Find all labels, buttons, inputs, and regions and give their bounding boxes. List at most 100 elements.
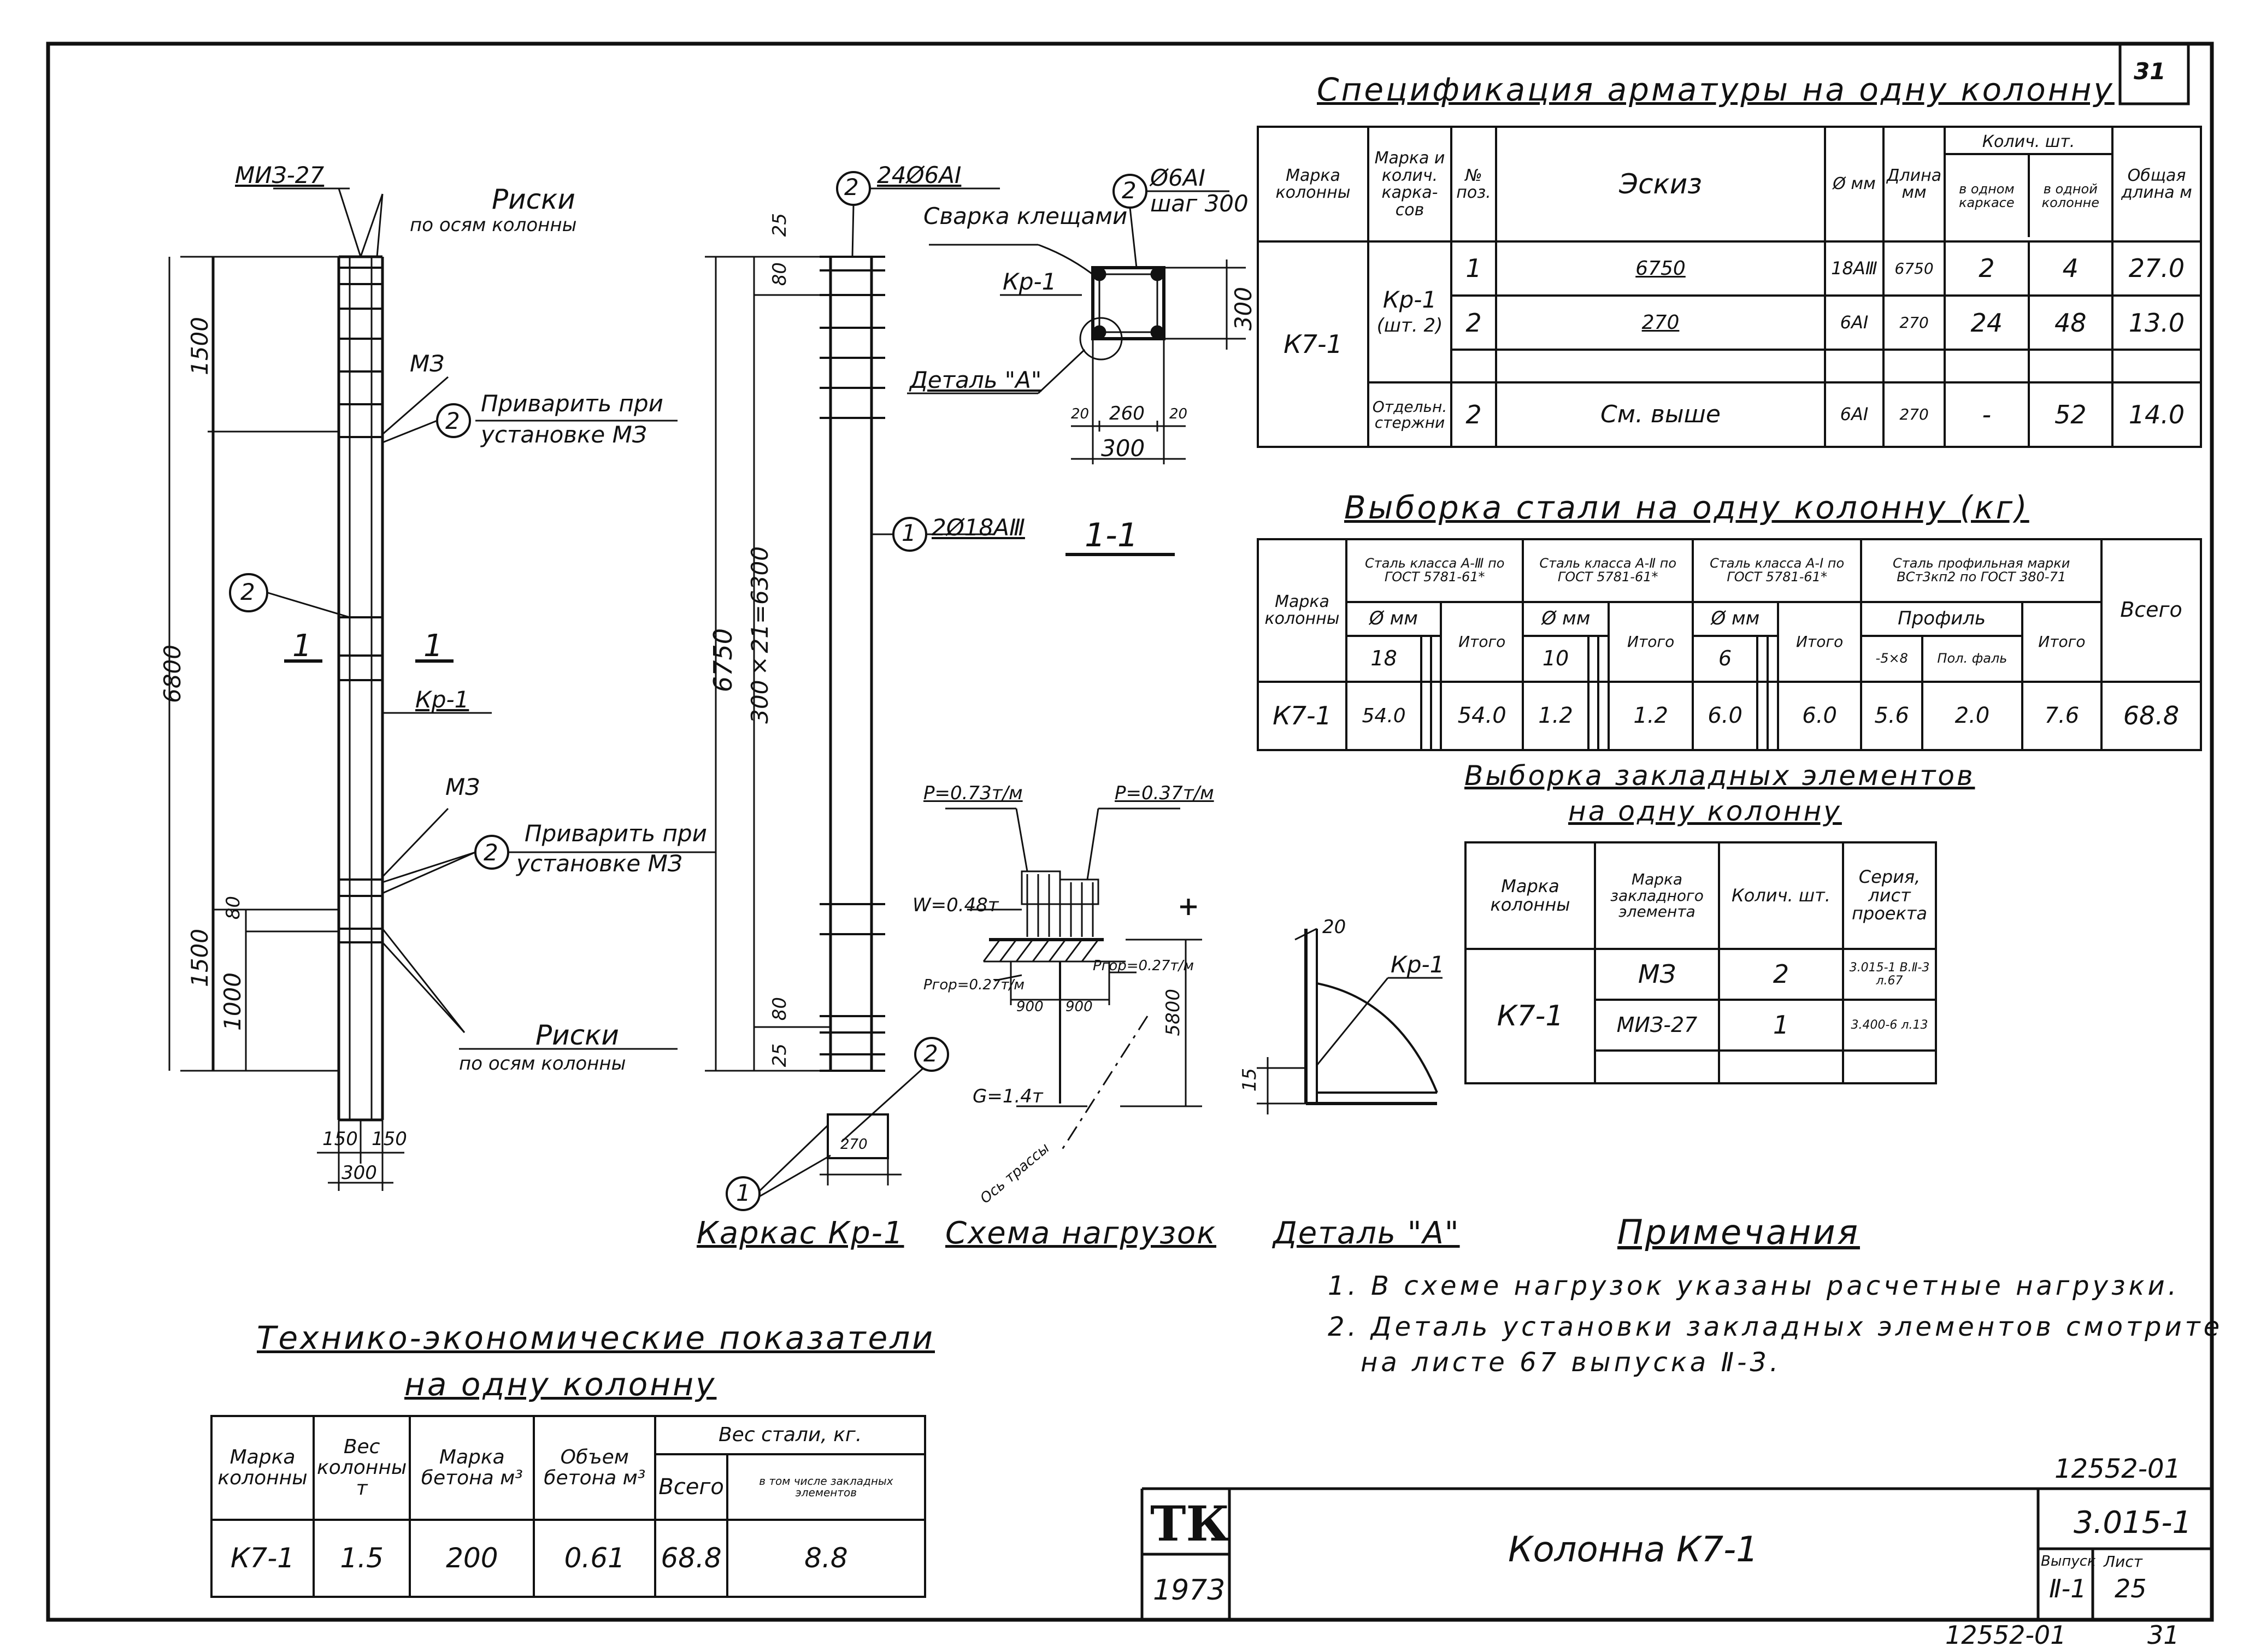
label-weld-top-2: установке МЗ: [481, 421, 647, 448]
spec-title: Спецификация арматуры на одну колонну: [1317, 71, 2115, 108]
dim-6300: 300×21=6300: [746, 546, 773, 724]
steel-dia-6: 6: [1691, 635, 1759, 683]
spec-len-1: 6750: [1882, 240, 1946, 297]
spec-h-pos: № поз.: [1450, 126, 1497, 243]
steel-all: 68.8: [2100, 680, 2202, 752]
emb-h-elem: Марка закладного элемента: [1594, 841, 1720, 950]
callout-2-c: 2: [484, 839, 498, 866]
label-weld-bottom-2: установке МЗ: [516, 850, 682, 877]
dim-270-small: 270: [840, 1136, 868, 1153]
emb-elem-2: МИЗ-27: [1594, 999, 1720, 1052]
steel-a1-total: 6.0: [1776, 680, 1863, 752]
spec-sep-dia: 6AⅠ: [1824, 381, 1885, 448]
steel-h-profile: Профиль: [1860, 600, 2023, 638]
label-mz-top: МЗ: [410, 350, 445, 377]
spec-sketch-2: 270: [1495, 294, 1826, 351]
note-3: на листе 67 выпуска Ⅱ-3.: [1361, 1347, 1782, 1378]
dim-6750: 6750: [708, 628, 738, 693]
spec-h-total: Общая длина м: [2111, 126, 2202, 243]
caption-frame: Каркас Кр-1: [697, 1216, 904, 1251]
tep-volume: 0.61: [533, 1519, 657, 1598]
spec-total-2: 13.0: [2111, 294, 2202, 351]
emb-elem-1: МЗ: [1594, 948, 1720, 1001]
load-pg1: Pгор=0.27т/м: [923, 977, 1025, 993]
spec-h-dia: Ø мм: [1824, 126, 1885, 243]
steel-a2-total: 1.2: [1608, 680, 1694, 752]
label-miz: МИЗ-27: [235, 162, 325, 188]
steel-p1: 5.6: [1860, 680, 1924, 752]
sheet-number: 31: [2134, 58, 2166, 85]
dim-25-b: 25: [769, 1043, 791, 1067]
label-riski-bottom: Риски: [535, 1019, 619, 1051]
label-weld-top: Приварить при: [481, 390, 663, 417]
steel-g3: Сталь класса А-Ⅰ по ГОСТ 5781-61*: [1691, 538, 1863, 603]
label-stirrup-2: шаг 300: [1150, 190, 1249, 217]
spec-h-len: Длина мм: [1882, 126, 1946, 243]
label-detail-a: Деталь "А": [910, 367, 1042, 393]
label-bar1: 2Ø18AⅢ: [932, 514, 1025, 541]
section-mark-right: 1: [423, 628, 443, 664]
load-g: G=1.4т: [973, 1085, 1043, 1107]
stamp-lines: [1140, 1487, 2212, 1620]
det-20: 20: [1322, 916, 1346, 938]
label-riski-top: Риски: [492, 184, 575, 215]
load-w: W=0.48т: [912, 894, 999, 916]
spec-q2-2: 48: [2027, 294, 2114, 351]
steel-h-tot4: Итого: [2021, 600, 2103, 683]
steel-h-mark: Марка колонны: [1257, 538, 1347, 683]
detail-a-drawing: [1257, 928, 1443, 1114]
spec-sep-pos: 2: [1450, 381, 1497, 448]
spec-pos-2: 2: [1450, 294, 1497, 351]
spec-col-mark: К7-1: [1257, 240, 1369, 448]
tep-h-mark: Марка колонны: [210, 1415, 315, 1521]
dim-25-a: 25: [769, 213, 791, 237]
emb-series-2: 3.400-6 л.13: [1842, 999, 1937, 1052]
spec-q1-2: 24: [1944, 294, 2030, 351]
dim-300: 300: [342, 1162, 377, 1184]
load-p2: P=0.37т/м: [1115, 782, 1214, 804]
tep-h-emb: в том числе закладных элементов: [726, 1453, 927, 1521]
spec-q2-1: 4: [2027, 240, 2114, 297]
callout-1-b: 1: [736, 1179, 751, 1206]
emb-h-series: Серия, лист проекта: [1842, 841, 1937, 950]
label-kr1-elev: Кр-1: [415, 686, 469, 713]
emb-h-mark: Марка колонны: [1464, 841, 1596, 950]
caption-detail: Деталь "А": [1273, 1216, 1460, 1251]
steel-h-tot3: Итого: [1776, 600, 1863, 683]
caption-load: Схема нагрузок: [945, 1216, 1216, 1251]
steel-h-dia2: Ø мм: [1522, 600, 1610, 638]
steel-table: Марка колонны Сталь класса А-Ⅲ по ГОСТ 5…: [1257, 538, 2202, 752]
spec-sketch-1: 6750: [1495, 240, 1826, 297]
stamp-title: Колонна К7-1: [1508, 1530, 1758, 1570]
emb-series-1: 3.015-1 В.Ⅱ-3 л.67: [1842, 948, 1937, 1001]
callout-2-b: 2: [240, 579, 255, 605]
dim-150-a: 150: [322, 1128, 358, 1150]
steel-h-tot2: Итого: [1608, 600, 1694, 683]
load-p1: P=0.73т/м: [923, 782, 1023, 804]
sec-dim-20-a: 20: [1071, 406, 1090, 422]
tep-grade: 200: [409, 1519, 535, 1598]
emb-qty-2: 1: [1718, 999, 1844, 1052]
det-kr1: Кр-1: [1391, 951, 1445, 978]
sec-dim-300-v: 300: [1230, 287, 1257, 331]
steel-prof-2: Пол. фаль: [1921, 635, 2023, 683]
steel-a1-6: 6.0: [1691, 680, 1759, 752]
stamp-vyp-label: Выпуск: [2041, 1553, 2096, 1570]
label-weld-clamp: Сварка клещами: [923, 203, 1128, 229]
spec-q1-1: 2: [1944, 240, 2030, 297]
label-riski-top-2: по осям колонны: [410, 214, 577, 236]
steel-dia-18: 18: [1345, 635, 1423, 683]
stamp-code-bottom: 12552-01: [1945, 1620, 2067, 1650]
label-mz-bottom: МЗ: [445, 774, 480, 800]
embedded-table: Марка колонны Марка закладного элемента …: [1464, 841, 1937, 1084]
callout-2-d: 2: [844, 174, 859, 200]
spec-h-q1: в одном каркасе: [1946, 155, 2030, 237]
tep-h-all: Всего: [654, 1453, 728, 1521]
spec-h-qty: Колич. шт.: [1946, 131, 2111, 155]
spec-pos-1: 1: [1450, 240, 1497, 297]
steel-p-total: 7.6: [2021, 680, 2103, 752]
emb-qty-1: 2: [1718, 948, 1844, 1001]
spec-h-sketch: Эскиз: [1495, 126, 1826, 243]
tep-table: Марка колонны Вес колонны т Марка бетона…: [210, 1415, 927, 1598]
